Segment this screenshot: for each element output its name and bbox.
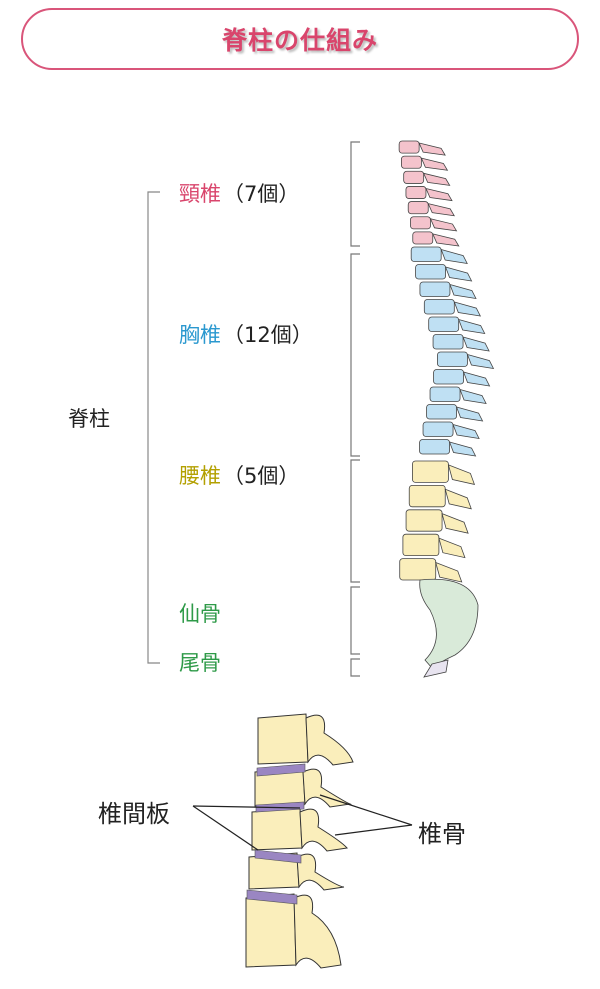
- intervertebral-disc: [254, 849, 302, 864]
- cervical-vertebra: [410, 216, 431, 230]
- thoracic-vertebra: [422, 421, 454, 437]
- thoracic-vertebra: [433, 369, 464, 385]
- lumbar-vertebra: [399, 558, 437, 581]
- cervical-vertebra: [405, 186, 427, 199]
- coccyx: [423, 659, 449, 678]
- vertebra-label: 椎骨: [418, 820, 466, 848]
- region-lumbar: 腰椎（5個）: [179, 460, 299, 490]
- region-cervical: 頸椎（7個）: [179, 178, 299, 208]
- cervical-vertebra-process: [420, 157, 449, 171]
- page-title: 脊柱の仕組み: [221, 26, 378, 55]
- region-bracket: [350, 586, 360, 655]
- region-bracket: [350, 141, 360, 247]
- region-thoracic: 胸椎（12個）: [179, 319, 313, 349]
- lumbar-vertebra: [412, 460, 449, 483]
- cervical-vertebra-process: [425, 187, 453, 202]
- cervical-vertebra-process: [422, 172, 451, 186]
- region-count: （12個）: [223, 323, 313, 347]
- region-coccyx: 尾骨: [179, 651, 221, 675]
- cervical-vertebra: [401, 155, 422, 169]
- lumbar-vertebra: [408, 484, 446, 508]
- region-count: （7個）: [223, 182, 300, 206]
- spine-label: 脊柱: [68, 407, 110, 431]
- region-sacrum: 仙骨: [179, 602, 221, 626]
- lumbar-vertebra-process: [441, 513, 469, 534]
- detail-vertebra-body: [257, 713, 309, 765]
- thoracic-vertebra-process: [462, 336, 490, 352]
- title-banner: 脊柱の仕組み: [21, 8, 579, 70]
- region-name: 胸椎: [179, 323, 221, 347]
- detail-vertebra-process: [296, 853, 345, 891]
- thoracic-vertebra-process: [444, 266, 473, 282]
- lumbar-vertebra-process: [438, 537, 466, 559]
- detail-vertebra-process: [293, 894, 342, 969]
- cervical-vertebra-process: [427, 203, 455, 217]
- thoracic-vertebra: [423, 299, 455, 315]
- disc-leader-line: [192, 805, 301, 809]
- disc-label: 椎間板: [98, 800, 170, 828]
- region-bracket: [350, 658, 360, 677]
- thoracic-vertebra-process: [466, 353, 495, 370]
- detail-vertebra-body: [251, 807, 303, 851]
- region-name: 頸椎: [179, 182, 221, 206]
- intervertebral-disc: [255, 801, 305, 813]
- thoracic-vertebra: [428, 316, 460, 332]
- thoracic-vertebra: [429, 386, 461, 402]
- detail-vertebra-body: [245, 893, 297, 968]
- cervical-vertebra-process: [418, 142, 446, 156]
- thoracic-vertebra: [419, 439, 450, 455]
- cervical-vertebra-process: [432, 233, 460, 247]
- thoracic-vertebra: [437, 351, 468, 367]
- cervical-vertebra: [407, 201, 429, 215]
- thoracic-vertebra: [426, 404, 457, 420]
- thoracic-vertebra-process: [458, 318, 486, 335]
- thoracic-vertebra-process: [453, 301, 482, 317]
- lumbar-vertebra: [402, 533, 440, 557]
- cervical-vertebra: [403, 170, 425, 184]
- spine-bracket: [147, 191, 160, 664]
- thoracic-vertebra: [432, 334, 464, 350]
- lumbar-vertebra: [405, 509, 443, 532]
- cervical-vertebra-process: [429, 218, 458, 232]
- thoracic-vertebra-process: [455, 406, 484, 422]
- detail-vertebra-process: [302, 768, 352, 808]
- lumbar-vertebra-process: [435, 561, 463, 583]
- vertebra-leader-line: [334, 824, 413, 836]
- thoracic-vertebra-process: [452, 423, 480, 440]
- sacrum: [419, 578, 479, 669]
- vertebra-leader-line: [319, 794, 413, 826]
- thoracic-vertebra-process: [448, 441, 477, 457]
- thoracic-vertebra-process: [459, 388, 487, 405]
- lumbar-vertebra-process: [447, 464, 476, 485]
- thoracic-vertebra: [410, 246, 442, 262]
- detail-vertebra-process: [299, 808, 348, 852]
- detail-vertebra-process: [305, 714, 354, 766]
- thoracic-vertebra-process: [449, 283, 477, 300]
- cervical-vertebra: [398, 140, 420, 154]
- region-bracket: [350, 459, 360, 583]
- thoracic-vertebra: [419, 281, 451, 297]
- region-count: （5個）: [223, 464, 300, 488]
- lumbar-vertebra-process: [444, 488, 472, 510]
- intervertebral-disc: [256, 763, 306, 777]
- thoracic-vertebra-process: [440, 248, 468, 265]
- cervical-vertebra: [412, 231, 434, 245]
- disc-leader-line: [192, 805, 259, 851]
- region-bracket: [350, 253, 360, 457]
- region-name: 腰椎: [179, 464, 221, 488]
- thoracic-vertebra: [415, 264, 446, 280]
- intervertebral-disc: [246, 889, 298, 905]
- thoracic-vertebra-process: [462, 371, 491, 387]
